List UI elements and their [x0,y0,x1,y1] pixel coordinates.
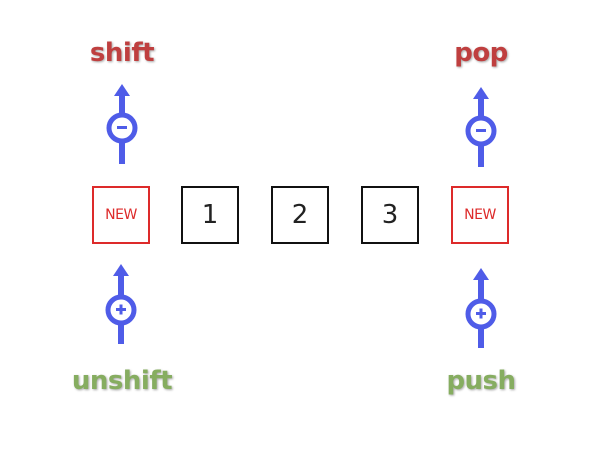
array-item-3-box: 3 [361,186,419,244]
array-item-1-box: 1 [181,186,239,244]
pop-minus-arrow-icon [465,87,497,167]
array-item-2-box: 2 [271,186,329,244]
pop-label: pop [454,38,508,68]
push-label: push [446,366,516,396]
new-element-box-left: NEW [92,186,150,244]
push-plus-arrow-icon [465,268,497,348]
shift-label: shift [89,38,155,68]
unshift-plus-arrow-icon [105,264,137,344]
new-element-box-right: NEW [451,186,509,244]
shift-minus-arrow-icon [106,84,138,164]
unshift-label: unshift [71,366,173,396]
